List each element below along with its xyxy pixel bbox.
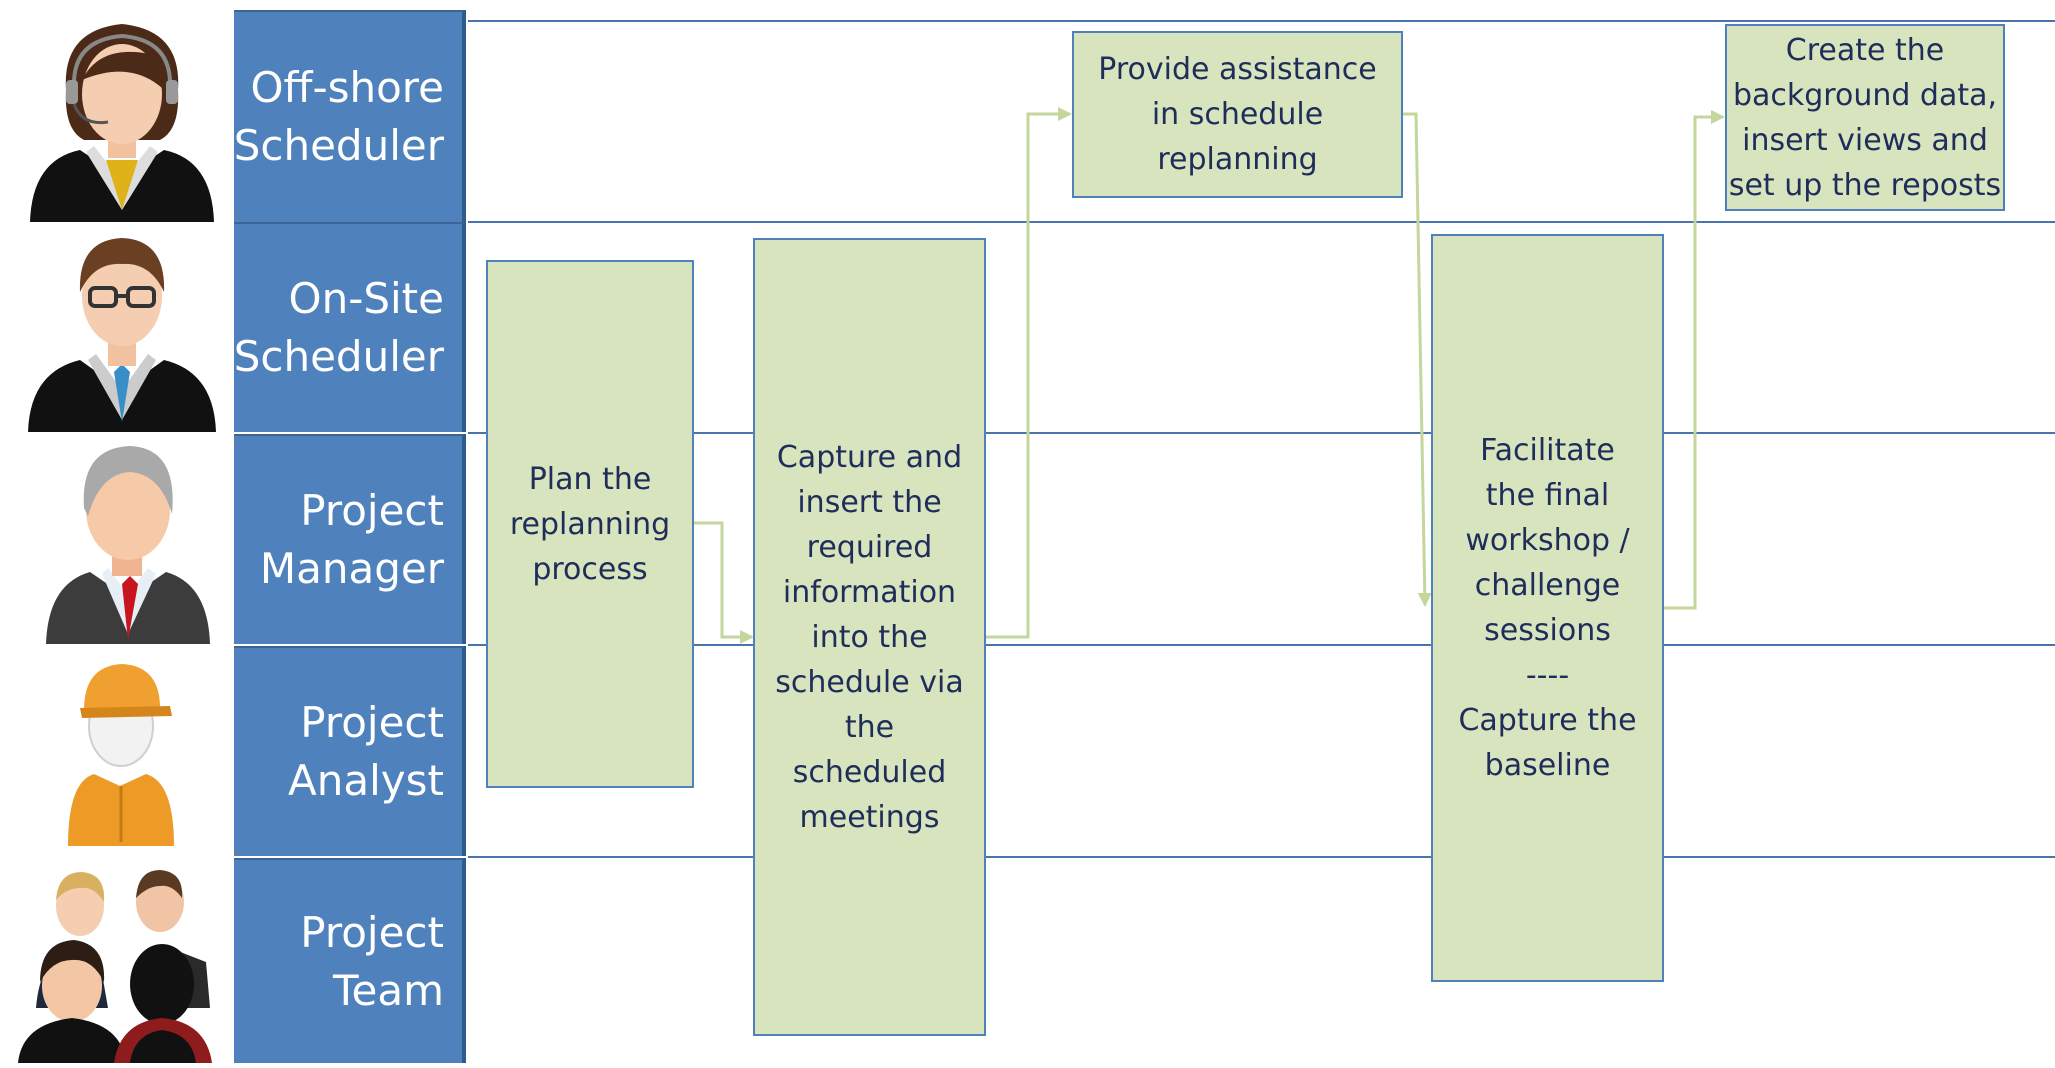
lane-label-onsite-scheduler: On-Site Scheduler [234, 222, 466, 432]
lane-line-1 [468, 221, 2055, 223]
step-line: replanning [1157, 142, 1318, 177]
lane-label-project-manager: Project Manager [234, 434, 466, 644]
lane-label-line1: On-Site [288, 274, 444, 323]
step-plan-replanning: Plan the replanning process [486, 260, 694, 788]
step-line: insert the [797, 484, 942, 520]
step-line: ---- [1525, 658, 1570, 693]
step-facilitate-workshop: Facilitate the final workshop / challeng… [1431, 234, 1664, 982]
step-line: set up the reposts [1728, 167, 2002, 203]
step-provide-assistance: Provide assistance in schedule replannin… [1072, 31, 1403, 198]
connector-plan-to-capture [694, 521, 754, 644]
lane-line-4 [468, 856, 2055, 858]
step-line: baseline [1484, 748, 1611, 783]
connector-facilitate-to-create [1664, 110, 1725, 610]
step-line: Capture the [1458, 703, 1637, 738]
lane-label-line2: Team [332, 965, 444, 1015]
lane-avatar-onsite-scheduler [10, 222, 234, 432]
lane-label-line1: Off-shore [250, 63, 444, 112]
step-line: the [844, 709, 895, 745]
lane-label-offshore-scheduler: Off-shore Scheduler [234, 10, 466, 222]
step-line: background data, [1732, 77, 1998, 113]
step-line: challenge [1474, 568, 1621, 603]
lane-label-line2: Scheduler [233, 121, 444, 170]
female-headset-operator-icon [30, 24, 214, 222]
step-line: Facilitate [1480, 433, 1615, 468]
lane-label-line1: Project [300, 486, 444, 535]
step-line: Plan the [528, 461, 652, 497]
step-line: workshop / [1465, 523, 1630, 558]
step-line: insert views and [1742, 122, 1988, 158]
lane-avatar-project-manager [10, 434, 234, 644]
step-capture-information: Capture and insert the required informat… [753, 238, 986, 1036]
step-line: required [806, 529, 933, 565]
senior-manager-icon [46, 446, 210, 644]
lane-avatar-project-team [10, 858, 234, 1063]
worker-cap-icon [68, 664, 174, 846]
lane-label-line1: Project [300, 698, 444, 747]
lane-label-line2: Manager [259, 544, 444, 593]
step-line: the final [1485, 478, 1610, 513]
step-line: replanning [509, 506, 671, 542]
step-line: into the [811, 619, 928, 655]
step-line: Provide assistance [1098, 52, 1377, 87]
step-line: in schedule [1151, 97, 1324, 132]
step-line: scheduled [792, 754, 947, 790]
step-line: information [782, 574, 957, 610]
step-line: process [532, 551, 648, 587]
step-line: meetings [799, 799, 940, 835]
step-line: sessions [1484, 613, 1611, 648]
lane-label-project-team: Project Team [234, 858, 466, 1063]
lane-avatar-project-analyst [10, 646, 234, 856]
step-line: Capture and [776, 439, 963, 475]
lane-avatar-offshore-scheduler [10, 10, 234, 222]
team-group-icon [18, 870, 212, 1063]
lane-label-line2: Scheduler [233, 332, 444, 381]
lane-line-2 [468, 432, 2055, 434]
connector-assistance-to-facilitate [1403, 112, 1432, 607]
step-create-background-data: Create the background data, insert views… [1725, 24, 2005, 211]
step-line: schedule via [775, 664, 964, 700]
lane-line-top [468, 20, 2055, 22]
male-glasses-businessman-icon [28, 238, 216, 432]
step-line: Create the [1785, 32, 1945, 68]
lane-label-line1: Project [300, 907, 444, 957]
connector-capture-to-assistance [986, 107, 1072, 639]
lane-label-line2: Analyst [288, 756, 444, 805]
lane-line-3 [468, 644, 2055, 646]
lane-label-project-analyst: Project Analyst [234, 646, 466, 856]
